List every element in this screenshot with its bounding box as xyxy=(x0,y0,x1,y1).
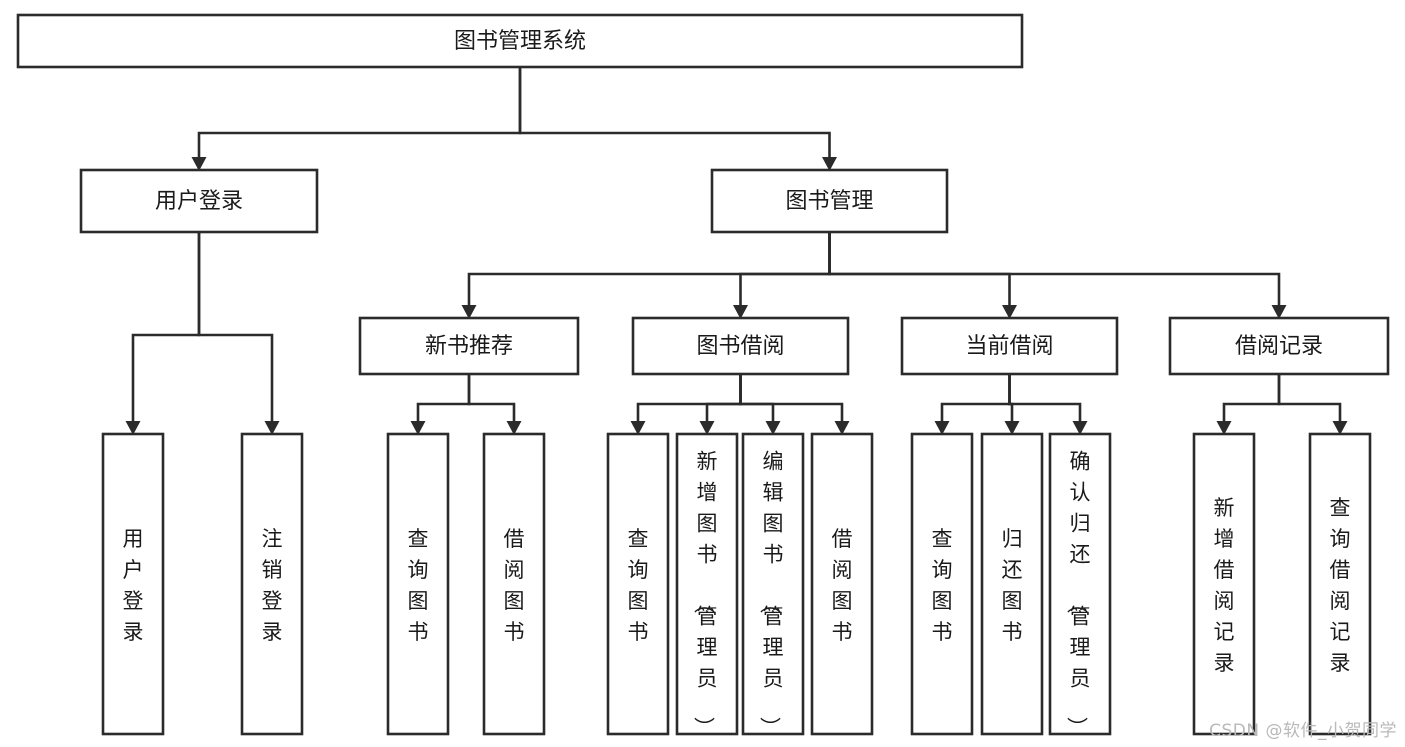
arrow-head-icon xyxy=(822,157,837,171)
arrow-head-icon xyxy=(191,157,207,171)
arrow-head-icon xyxy=(765,421,781,435)
connector-current-borrow-to-leaf-query-book-current xyxy=(934,374,1011,435)
node-label-leaf-edit-book-admin: 编辑图书（管理员） xyxy=(758,450,784,738)
arrow-head-icon xyxy=(733,305,748,319)
arrow-head-icon xyxy=(630,421,646,435)
node-box-leaf-user-logout[interactable] xyxy=(240,432,304,736)
node-label-current-borrow: 当前借阅 xyxy=(965,334,1053,359)
node-label-leaf-query-book-new: 查询图书 xyxy=(408,527,429,644)
node-leaf-query-borrow-record[interactable]: 查询借阅记录 xyxy=(1308,432,1372,736)
arrow-head-icon xyxy=(699,421,715,435)
node-leaf-user-logout[interactable]: 注销登录 xyxy=(240,432,304,736)
arrow-head-icon xyxy=(264,421,280,435)
node-box-current-borrow[interactable] xyxy=(900,316,1119,376)
node-label-borrow-record: 借阅记录 xyxy=(1235,334,1323,359)
node-label-leaf-confirm-return-admin: 确认归还（管理员） xyxy=(1065,450,1091,738)
node-leaf-query-book-borrow[interactable]: 查询图书 xyxy=(606,432,670,736)
arrow-head-icon xyxy=(506,421,522,435)
connector-book-manage-to-book-borrow xyxy=(733,232,831,319)
node-box-leaf-user-login[interactable] xyxy=(101,432,165,736)
node-box-root[interactable] xyxy=(16,13,1024,69)
node-box-book-borrow[interactable] xyxy=(631,316,850,376)
node-box-leaf-query-book-new[interactable] xyxy=(386,432,450,736)
node-leaf-user-login[interactable]: 用户登录 xyxy=(101,432,165,736)
node-label-leaf-add-borrow-record: 新增借阅记录 xyxy=(1214,496,1235,675)
node-current-borrow[interactable]: 当前借阅 xyxy=(900,316,1119,376)
node-box-new-book-recommend[interactable] xyxy=(358,316,580,376)
node-box-leaf-add-borrow-record[interactable] xyxy=(1192,432,1256,736)
arrow-head-icon xyxy=(1216,421,1232,435)
arrow-head-icon xyxy=(1002,305,1017,319)
node-box-book-manage[interactable] xyxy=(710,168,949,234)
node-leaf-add-borrow-record[interactable]: 新增借阅记录 xyxy=(1192,432,1256,736)
arrow-head-icon xyxy=(1271,305,1287,319)
node-box-borrow-record[interactable] xyxy=(1168,316,1390,376)
node-label-leaf-user-logout: 注销登录 xyxy=(262,527,283,644)
node-box-leaf-return-book[interactable] xyxy=(980,432,1044,736)
node-label-root: 图书管理系统 xyxy=(454,29,586,54)
connector-new-book-recommend-to-leaf-borrow-book-new xyxy=(467,374,522,435)
connector-book-borrow-to-leaf-borrow-book xyxy=(739,374,850,435)
node-leaf-edit-book-admin[interactable]: 编辑图书（管理员） xyxy=(741,432,805,738)
node-label-book-borrow: 图书借阅 xyxy=(696,334,784,359)
connector-book-manage-to-borrow-record xyxy=(828,232,1287,319)
node-box-leaf-query-book-current[interactable] xyxy=(910,432,974,736)
node-box-user-login[interactable] xyxy=(79,168,319,234)
arrow-head-icon xyxy=(1072,421,1088,435)
node-box-leaf-confirm-return-admin[interactable] xyxy=(1048,432,1112,736)
node-book-borrow[interactable]: 图书借阅 xyxy=(631,316,850,376)
node-book-manage[interactable]: 图书管理 xyxy=(710,168,949,234)
node-box-leaf-borrow-book[interactable] xyxy=(810,432,874,736)
node-root[interactable]: 图书管理系统 xyxy=(16,13,1024,69)
arrow-head-icon xyxy=(461,305,477,319)
connector-root-to-user-login xyxy=(191,67,522,171)
connector-book-manage-to-current-borrow xyxy=(828,232,1017,319)
node-leaf-confirm-return-admin[interactable]: 确认归还（管理员） xyxy=(1048,432,1112,738)
node-user-login[interactable]: 用户登录 xyxy=(79,168,319,234)
connector-new-book-recommend-to-leaf-query-book-new xyxy=(410,374,471,435)
node-label-book-manage: 图书管理 xyxy=(785,189,873,214)
node-layer: 图书管理系统用户登录图书管理新书推荐图书借阅当前借阅借阅记录用户登录注销登录查询… xyxy=(16,13,1390,738)
node-leaf-query-book-current[interactable]: 查询图书 xyxy=(910,432,974,736)
node-leaf-return-book[interactable]: 归还图书 xyxy=(980,432,1044,736)
node-box-leaf-borrow-book-new[interactable] xyxy=(482,432,546,736)
arrow-head-icon xyxy=(1332,421,1348,435)
arrow-head-icon xyxy=(1004,421,1020,435)
node-label-leaf-user-login: 用户登录 xyxy=(123,527,144,644)
node-label-leaf-query-book-current: 查询图书 xyxy=(932,527,953,644)
node-leaf-query-book-new[interactable]: 查询图书 xyxy=(386,432,450,736)
node-new-book-recommend[interactable]: 新书推荐 xyxy=(358,316,580,376)
node-label-leaf-borrow-book-new: 借阅图书 xyxy=(504,527,525,644)
node-leaf-borrow-book-new[interactable]: 借阅图书 xyxy=(482,432,546,736)
connector-root-to-book-manage xyxy=(518,67,837,171)
node-label-leaf-return-book: 归还图书 xyxy=(1002,527,1023,644)
connector-borrow-record-to-leaf-query-borrow-record xyxy=(1277,374,1348,435)
arrow-head-icon xyxy=(934,421,950,435)
node-leaf-borrow-book[interactable]: 借阅图书 xyxy=(810,432,874,736)
node-label-user-login: 用户登录 xyxy=(155,189,243,214)
connector-user-login-to-leaf-user-logout xyxy=(197,232,280,435)
node-label-leaf-query-book-borrow: 查询图书 xyxy=(628,527,649,644)
connector-layer xyxy=(125,67,1348,435)
node-label-leaf-borrow-book: 借阅图书 xyxy=(832,527,853,644)
node-borrow-record[interactable]: 借阅记录 xyxy=(1168,316,1390,376)
connector-current-borrow-to-leaf-confirm-return-admin xyxy=(1008,374,1088,435)
arrow-head-icon xyxy=(125,421,141,435)
csdn-watermark: CSDN @软件_小贺同学 xyxy=(1209,721,1397,741)
node-box-leaf-query-borrow-record[interactable] xyxy=(1308,432,1372,736)
connector-user-login-to-leaf-user-login xyxy=(125,232,201,435)
arrow-head-icon xyxy=(410,421,426,435)
node-box-leaf-edit-book-admin[interactable] xyxy=(741,432,805,736)
node-label-new-book-recommend: 新书推荐 xyxy=(425,334,513,359)
connector-book-manage-to-new-book-recommend xyxy=(461,232,831,319)
node-label-leaf-add-book-admin: 新增图书（管理员） xyxy=(692,450,718,738)
arrow-head-icon xyxy=(834,421,850,435)
node-box-leaf-query-book-borrow[interactable] xyxy=(606,432,670,736)
connector-borrow-record-to-leaf-add-borrow-record xyxy=(1216,374,1281,435)
node-label-leaf-query-borrow-record: 查询借阅记录 xyxy=(1330,496,1351,675)
node-leaf-add-book-admin[interactable]: 新增图书（管理员） xyxy=(675,432,739,738)
node-box-leaf-add-book-admin[interactable] xyxy=(675,432,739,736)
